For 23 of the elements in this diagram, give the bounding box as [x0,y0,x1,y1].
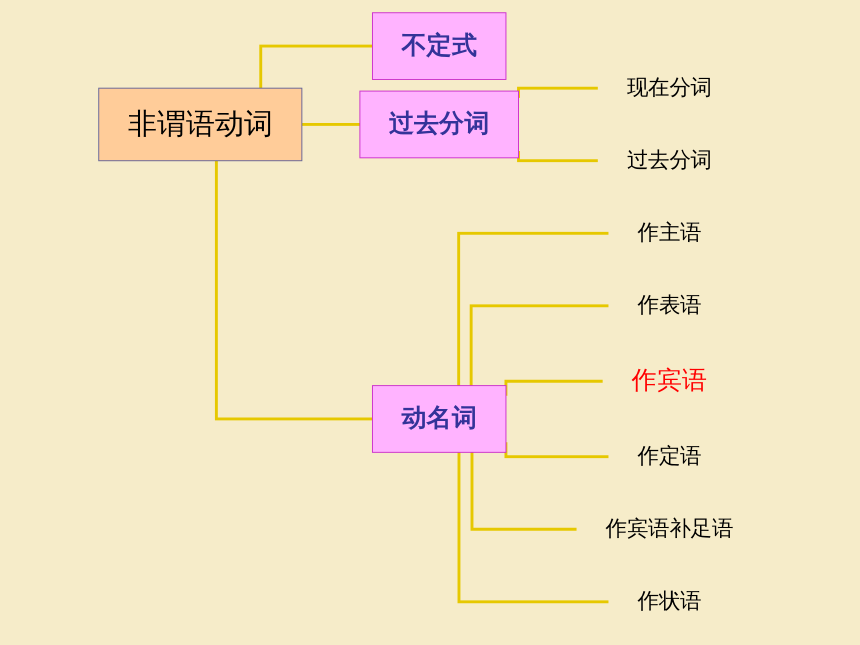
node-box: 动名词 [371,385,506,453]
node-text: 作表语 [636,294,701,318]
connector [456,232,608,386]
connector [504,442,608,458]
node-text: 现在分词 [626,76,712,100]
connector [504,380,602,396]
node-text: 作宾语 [631,366,707,396]
node-text: 作宾语补足语 [605,517,733,542]
connector [258,44,372,88]
node-text: 作定语 [636,444,701,469]
connector [470,452,576,531]
node-box: 过去分词 [358,90,518,158]
node-box: 非谓语动词 [98,88,302,162]
node-text: 过去分词 [626,148,712,173]
connector [300,123,360,126]
connector [214,160,372,420]
node-text: 作状语 [636,590,701,614]
connector [516,86,598,98]
connector [469,304,608,386]
connector [516,151,598,162]
connector [457,452,608,604]
node-text: 作主语 [636,221,701,246]
node-box: 不定式 [371,12,506,80]
